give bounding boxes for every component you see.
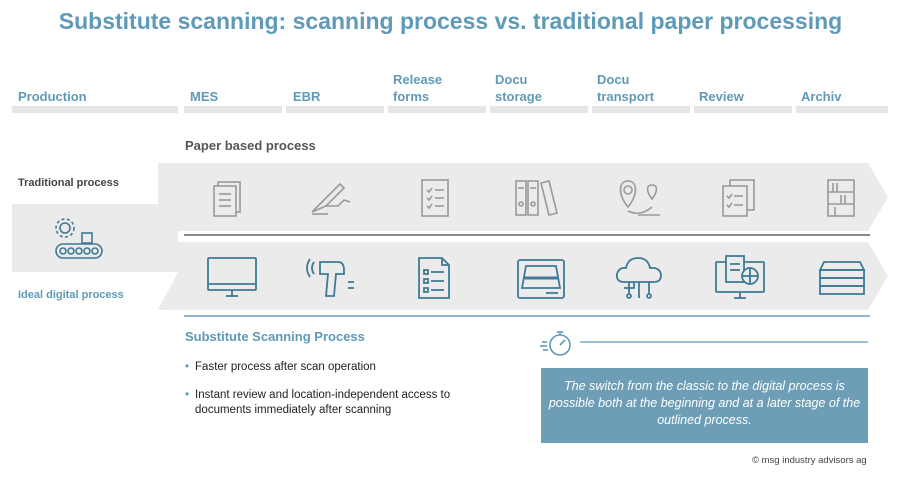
callout-box: The switch from the classic to the digit…	[541, 368, 868, 443]
stage-bar-production	[12, 106, 178, 113]
digital-process-label: Ideal digital process	[18, 289, 124, 301]
archive-shelf-icon	[827, 179, 855, 217]
stopwatch-icon	[540, 331, 571, 356]
bullet-dot: •	[185, 361, 190, 373]
barcode-scanner-icon	[306, 258, 354, 297]
bullet-item-2: • Instant review and location-independen…	[185, 388, 495, 418]
paper-documents-icon	[213, 181, 241, 217]
monitor-icon	[207, 257, 257, 297]
flatbed-scanner-icon	[517, 259, 565, 299]
paper-process-label: Paper based process	[185, 138, 316, 153]
paper-arrow-band	[158, 163, 888, 231]
stage-docu-storage: Docu storage	[495, 72, 542, 104]
stage-bar-review	[694, 106, 792, 113]
stage-bar-docu-storage	[490, 106, 588, 113]
traditional-process-label: Traditional process	[18, 177, 119, 189]
binders-icon	[515, 180, 558, 216]
digital-form-icon	[418, 257, 450, 299]
bullet-dot: •	[185, 389, 190, 401]
stage-bar-archiv	[796, 106, 888, 113]
stage-ebr: EBR	[293, 89, 321, 104]
stage-bar-mes	[184, 106, 282, 113]
web-review-monitor-icon	[715, 255, 765, 299]
stage-mes: MES	[190, 89, 219, 104]
stage-bar-release-forms	[388, 106, 486, 113]
stage-bar-ebr	[286, 106, 384, 113]
location-pin-icon	[619, 180, 660, 216]
digital-arrow-band	[158, 242, 888, 310]
production-band	[12, 204, 178, 272]
copyright: © msg industry advisors ag	[752, 455, 867, 466]
review-documents-icon	[722, 179, 755, 217]
stage-release-forms: Release forms	[393, 72, 443, 104]
signature-hand-icon	[311, 182, 351, 215]
substitute-heading: Substitute Scanning Process	[185, 329, 365, 344]
production-conveyor-icon	[55, 218, 103, 259]
paper-form-icon	[421, 179, 449, 217]
stage-bar-docu-transport	[592, 106, 690, 113]
stage-archiv: Archiv	[801, 89, 842, 104]
bullet-text-1: Faster process after scan operation	[195, 361, 376, 373]
stopwatch-timeline	[540, 331, 868, 356]
stage-docu-transport: Docu transport	[597, 72, 655, 104]
stage-review: Review	[699, 89, 744, 104]
server-storage-icon	[818, 261, 866, 295]
cloud-network-icon	[615, 257, 662, 299]
bullet-item-1: • Faster process after scan operation	[185, 360, 505, 375]
page-title: Substitute scanning: scanning process vs…	[58, 8, 843, 34]
bullet-text-2: Instant review and location-independent …	[195, 389, 451, 416]
stage-production: Production	[18, 89, 87, 104]
